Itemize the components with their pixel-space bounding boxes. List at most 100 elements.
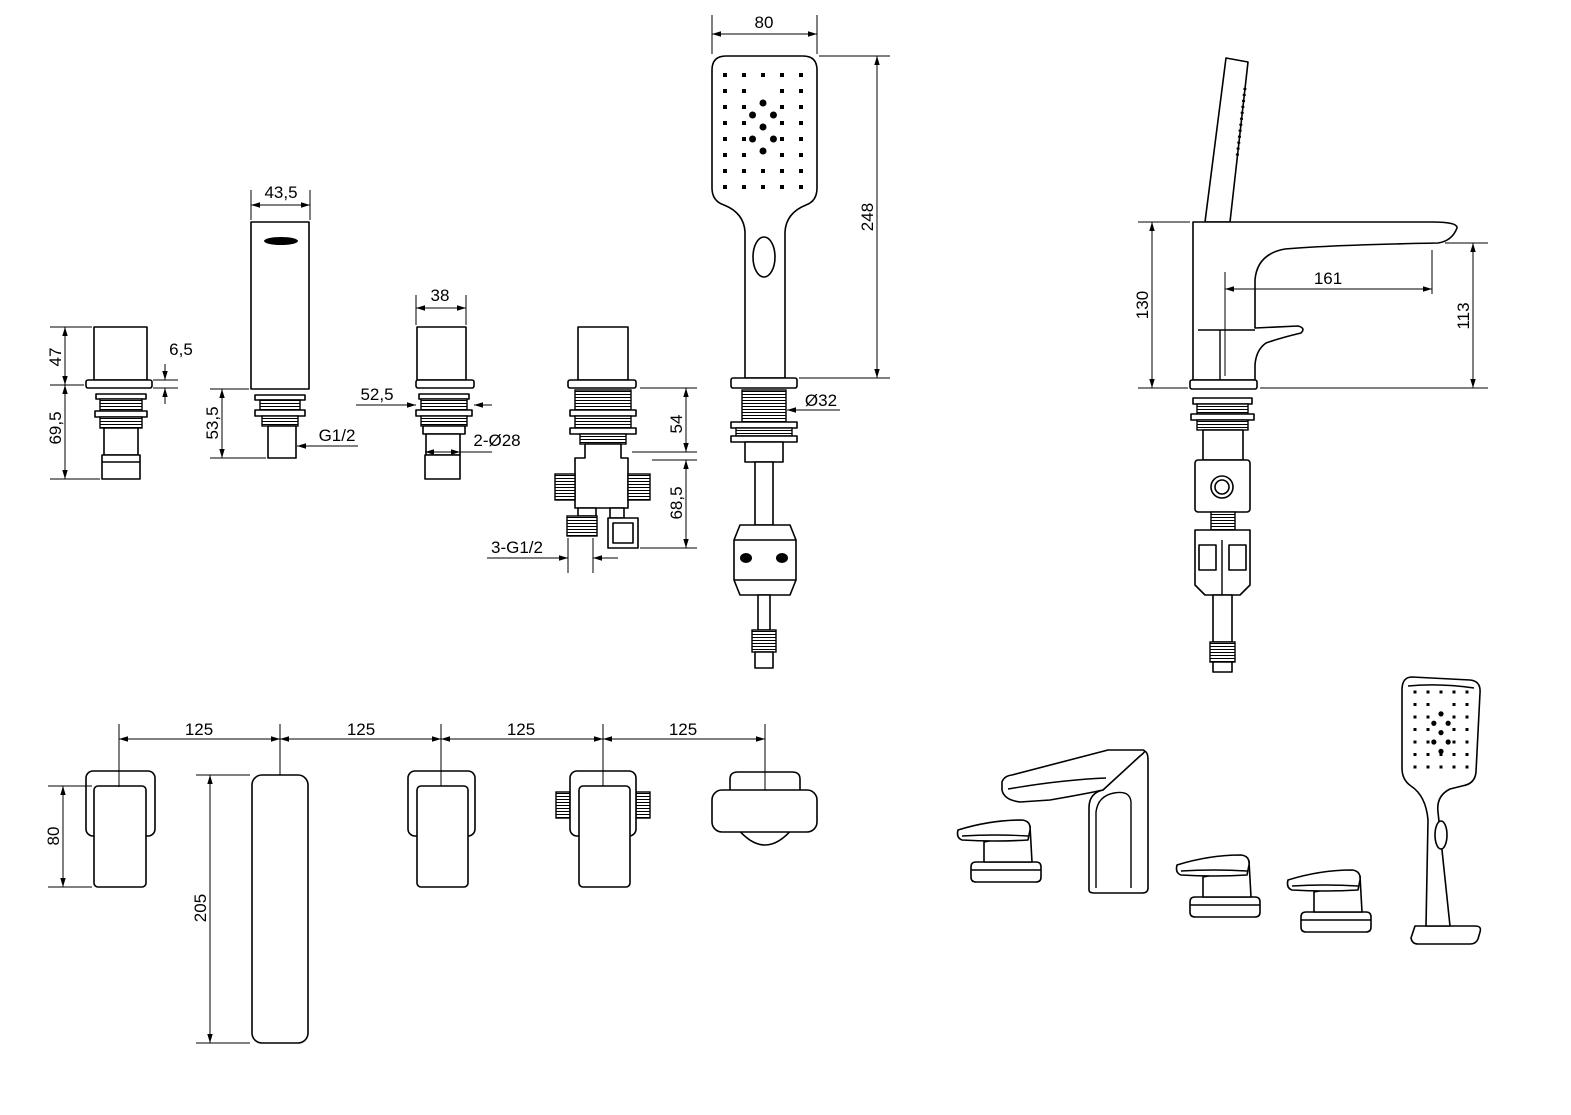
screw-icon [776, 553, 788, 563]
spray-nozzle [1452, 765, 1456, 769]
spray-nozzle [1413, 690, 1417, 694]
spray-nozzle [799, 73, 803, 77]
spray-nozzle [723, 153, 727, 157]
spray-nozzle [780, 137, 784, 141]
spout-outlet [264, 237, 298, 245]
spray-nozzle [780, 153, 784, 157]
spray-nozzle [799, 89, 803, 93]
spray-nozzle [742, 121, 746, 125]
render-handle-lever [1175, 854, 1250, 877]
thread-section [1196, 419, 1249, 431]
dim-handle-plate: 6,5 [169, 340, 193, 359]
spray-nozzle [1439, 690, 1443, 694]
thread-section [579, 433, 627, 445]
plan-nipple-left [555, 791, 571, 819]
spray-nozzle [1413, 753, 1417, 756]
dim-handle-flange: 52,5 [360, 385, 393, 404]
render-hanger-slot [1434, 820, 1448, 850]
render-handle-lever [956, 819, 1031, 842]
spray-nozzle [761, 73, 765, 77]
hose-weight-clip [1198, 544, 1217, 571]
spray-nozzle [780, 89, 784, 93]
spray-nozzle-center [1445, 739, 1451, 745]
dim-handle-depth: 80 [44, 827, 63, 846]
spray-nozzle [1426, 690, 1430, 694]
inlet-nipple-left [554, 473, 576, 501]
dim-spacing-2: 125 [347, 720, 375, 739]
dim-spacing-3: 125 [507, 720, 535, 739]
dim-hand-shower-width: 80 [755, 13, 774, 32]
spray-nozzle [723, 169, 727, 173]
collar [422, 425, 466, 435]
spray-nozzle-center [769, 135, 777, 143]
spray-nozzle [1465, 740, 1469, 744]
lock-nut [415, 409, 473, 417]
spray-nozzle [742, 169, 746, 173]
spray-nozzle [1413, 765, 1417, 769]
spray-nozzle [1465, 690, 1469, 694]
render-hand-shower [1401, 676, 1482, 945]
spray-nozzle [1465, 765, 1469, 769]
spray-nozzle [1452, 740, 1456, 744]
base-plate [415, 379, 475, 389]
render-handle-lever-edge [1291, 884, 1359, 887]
spray-nozzle-center [769, 111, 777, 119]
dim-side-outlet: 113 [1454, 302, 1473, 329]
render-handle-left [956, 819, 1042, 883]
spray-nozzle [799, 137, 803, 141]
spray-nozzle [1452, 715, 1456, 719]
spray-nozzle [1465, 703, 1469, 706]
hose-fitting [1209, 641, 1236, 663]
spray-nozzle [723, 137, 727, 141]
spout-profile [1192, 221, 1458, 381]
dim-spout-width: 43,5 [264, 183, 297, 202]
spray-nozzle [723, 89, 727, 93]
plan-nipple-right [635, 791, 651, 819]
lock-nut [730, 435, 798, 443]
spray-nozzle [1426, 703, 1430, 706]
diverter-dimensions [487, 387, 697, 573]
dim-side-reach: 161 [1314, 269, 1342, 288]
diverter-side-view [554, 326, 651, 549]
dim-hand-shower-connector: Ø32 [805, 391, 837, 410]
plan-handle-left [85, 770, 156, 888]
plan-view [85, 770, 818, 1044]
spray-nozzle [1439, 753, 1443, 756]
render-spout-arm [1001, 749, 1146, 803]
spray-nozzle [761, 169, 765, 173]
render-spout [1001, 749, 1149, 894]
valve-body [101, 454, 141, 480]
render-shower-head [1401, 676, 1481, 927]
plan-dimensions [48, 724, 766, 1044]
spray-nozzle [799, 153, 803, 157]
lever-block [416, 326, 467, 381]
handle-side-view-left [85, 326, 153, 480]
spray-nozzle-center [1438, 711, 1444, 717]
hanger-slot [752, 236, 776, 278]
spray-nozzle [1413, 740, 1417, 744]
thread-section [574, 415, 632, 429]
spray-nozzle [1413, 703, 1417, 706]
lever-block [577, 326, 629, 381]
spray-nozzle [723, 105, 727, 109]
spray-nozzle [1426, 753, 1430, 756]
spout-side-view [250, 221, 310, 459]
diverter-body [574, 443, 629, 509]
hose [757, 594, 771, 631]
outlet-cap-inner [612, 522, 634, 544]
render-handle-lever [1286, 869, 1361, 892]
hose [754, 461, 774, 526]
spray-nozzle [799, 185, 803, 189]
spray-nozzle-center [1431, 739, 1437, 745]
outlet-neck [609, 507, 625, 519]
inlet-nipple-right [627, 473, 651, 501]
render-spout-face [1095, 791, 1132, 888]
spray-nozzle-center [1438, 748, 1444, 754]
dim-spout-depth: 205 [191, 894, 210, 922]
spray-nozzle [780, 73, 784, 77]
spray-nozzle [742, 137, 746, 141]
shank [267, 425, 297, 459]
lock-nut [569, 409, 637, 417]
spray-nozzle-center [1438, 730, 1444, 736]
spray-nozzle [1452, 703, 1456, 706]
